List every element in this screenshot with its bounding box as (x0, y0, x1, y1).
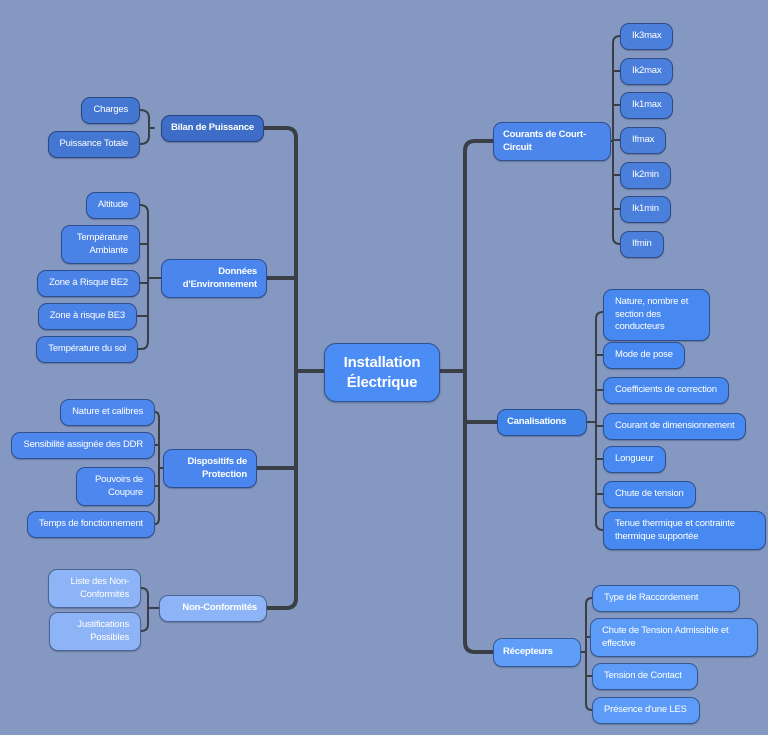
node-longueur[interactable]: Longueur (603, 446, 666, 473)
node-nature-et-calibres[interactable]: Nature et calibres (60, 399, 155, 426)
bilan-children-connector (139, 109, 155, 145)
node-mode-de-pose[interactable]: Mode de pose (603, 342, 685, 369)
node-ik3max[interactable]: Ik3max (620, 23, 674, 50)
canalisations-children-connector (586, 311, 604, 531)
node-charges[interactable]: Charges (81, 97, 140, 124)
courants-children-connector (610, 35, 621, 245)
node-chute-de-tension-admissible[interactable]: Chute de Tension Admissible et effective (590, 618, 758, 658)
node-chute-de-tension[interactable]: Chute de tension (603, 481, 696, 508)
node-courants-de-court-circuit[interactable]: Courants de Court-Circuit (493, 122, 611, 162)
node-temperature-ambiante[interactable]: Température Ambiante (61, 225, 140, 265)
node-non-conformites[interactable]: Non-Conformités (159, 595, 267, 622)
node-sensibilite-assignee-des-ddr[interactable]: Sensibilité assignée des DDR (11, 432, 155, 459)
node-nature-nombre-section-conducteurs[interactable]: Nature, nombre et section des conducteur… (603, 289, 710, 341)
node-installation-electrique[interactable]: Installation Électrique (324, 343, 440, 402)
node-temps-de-fonctionnement[interactable]: Temps de fonctionnement (26, 511, 155, 538)
node-canalisations[interactable]: Canalisations (497, 409, 587, 436)
dispositifs-children-connector (154, 411, 164, 525)
node-ik1max[interactable]: Ik1max (620, 92, 674, 119)
right-trunk-connector (463, 139, 495, 654)
node-zone-a-risque-be3[interactable]: Zone à risque BE3 (37, 303, 137, 330)
node-ik2max[interactable]: Ik2max (620, 58, 674, 85)
node-coefficients-de-correction[interactable]: Coefficients de correction (603, 377, 729, 404)
node-type-de-raccordement[interactable]: Type de Raccordement (592, 585, 740, 612)
node-puissance-totale[interactable]: Puissance Totale (47, 131, 140, 158)
donnees-children-connector (136, 204, 162, 350)
node-ik2min[interactable]: Ik2min (620, 162, 671, 189)
node-ifmin[interactable]: Ifmin (620, 231, 664, 258)
node-ifmax[interactable]: Ifmax (620, 127, 667, 154)
node-dispositifs-de-protection[interactable]: Dispositifs de Protection (163, 449, 257, 489)
node-temperature-du-sol[interactable]: Température du sol (36, 336, 138, 363)
recepteurs-children-connector (580, 597, 593, 711)
node-bilan-de-puissance[interactable]: Bilan de Puissance (161, 115, 264, 142)
nonconf-children-connector (140, 587, 160, 632)
node-pouvoirs-de-coupure[interactable]: Pouvoirs de Coupure (76, 467, 155, 507)
node-liste-des-non-conformites[interactable]: Liste des Non-Conformités (48, 569, 141, 609)
node-courant-de-dimensionnement[interactable]: Courant de dimensionnement (603, 413, 747, 440)
node-tension-de-contact[interactable]: Tension de Contact (592, 663, 698, 690)
left-trunk-connector (262, 126, 298, 610)
node-justifications-possibles[interactable]: Justifications Possibles (49, 612, 141, 652)
node-presence-dune-les[interactable]: Présence d'une LES (592, 697, 700, 724)
node-recepteurs[interactable]: Récepteurs (493, 638, 581, 667)
node-ik1min[interactable]: Ik1min (620, 196, 671, 223)
node-tenue-thermique[interactable]: Tenue thermique et contrainte thermique … (603, 511, 766, 551)
node-donnees-environnement[interactable]: Données d'Environnement (161, 259, 267, 299)
node-zone-a-risque-be2[interactable]: Zone à Risque BE2 (37, 270, 140, 297)
node-altitude[interactable]: Altitude (85, 192, 140, 219)
